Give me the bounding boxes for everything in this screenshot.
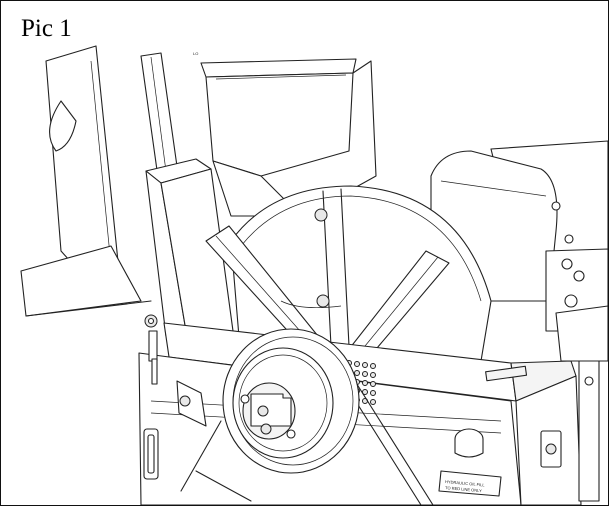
- right-bracket: [540, 360, 600, 502]
- chipper-disc: [205, 185, 492, 362]
- oil-decal-line-2: TO RED LINE ONLY: [445, 485, 482, 493]
- front-housing: [138, 322, 582, 505]
- figure-caption: Pic 1: [21, 15, 72, 42]
- oil-fill: HYDRAULIC OIL FILL TO RED LINE ONLY: [438, 428, 502, 497]
- oil-decal-line-1: HYDRAULIC OIL FILL: [445, 479, 486, 488]
- svg-text:LO: LO: [193, 51, 198, 56]
- drive-pulley: [180, 328, 360, 502]
- support-post: [145, 158, 234, 337]
- left-bracket: [143, 314, 207, 480]
